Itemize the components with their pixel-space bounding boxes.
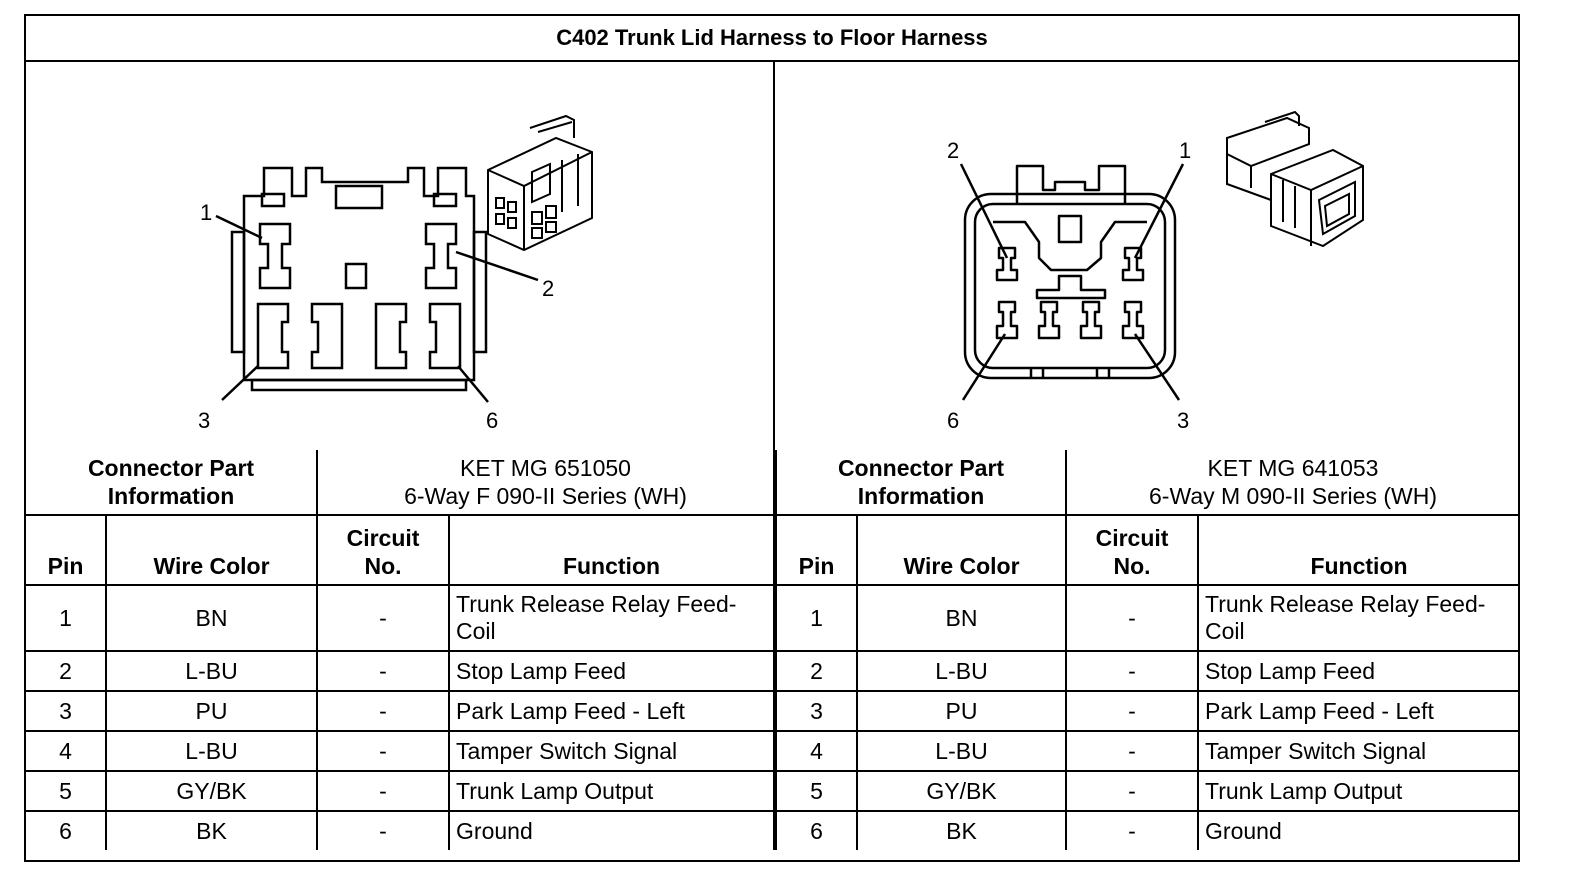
female-connector-table: Connector Part Information KET MG 651050… — [26, 450, 775, 850]
table-row: 2 L-BU - Stop Lamp Feed — [775, 650, 1519, 692]
pin-cell: 4 — [26, 730, 107, 772]
pin-cell: 1 — [775, 584, 858, 652]
pin-callout: 2 — [947, 138, 959, 163]
pin-cell: 4 — [775, 730, 858, 772]
pin-cell: 2 — [775, 650, 858, 692]
part-description: 6-Way F 090-II Series (WH) — [404, 483, 687, 509]
male-connector-table: Connector Part Information KET MG 641053… — [774, 450, 1519, 850]
pin-cell: 6 — [26, 810, 107, 850]
connector-part-info: KET MG 651050 6-Way F 090-II Series (WH) — [316, 450, 775, 516]
col-header-wire-color: Wire Color — [855, 514, 1068, 586]
connector-sheet: C402 Trunk Lid Harness to Floor Harness — [24, 14, 1520, 862]
function-cell: Park Lamp Feed - Left — [448, 690, 775, 732]
wire-color-cell: BN — [855, 584, 1068, 652]
pin-callout: 3 — [1177, 408, 1189, 433]
part-number: KET MG 641053 — [1207, 455, 1379, 481]
male-connector-drawing: 2 1 6 3 — [947, 110, 1364, 433]
pin-callout: 1 — [1179, 138, 1191, 163]
col-header-function: Function — [448, 514, 775, 586]
function-cell: Stop Lamp Feed — [448, 650, 775, 692]
female-connector-diagram: 1 2 3 6 — [26, 62, 775, 450]
circuit-cell: - — [1065, 690, 1200, 732]
part-number: KET MG 651050 — [460, 455, 631, 481]
wire-color-cell: PU — [855, 690, 1068, 732]
col-header-function: Function — [1197, 514, 1519, 586]
pin-callout: 1 — [200, 200, 212, 225]
part-description: 6-Way M 090-II Series (WH) — [1149, 483, 1437, 509]
function-cell: Tamper Switch Signal — [448, 730, 775, 772]
circuit-cell: - — [316, 810, 451, 850]
wire-color-cell: PU — [104, 690, 319, 732]
wire-color-cell: BN — [104, 584, 319, 652]
table-row: 1 BN - Trunk Release Relay Feed-Coil — [26, 584, 775, 652]
circuit-cell: - — [316, 584, 451, 652]
pin-cell: 6 — [775, 810, 858, 850]
pin-callout: 2 — [542, 276, 554, 301]
circuit-cell: - — [1065, 584, 1200, 652]
connector-info-label: Connector Part Information — [774, 450, 1068, 516]
table-row: 1 BN - Trunk Release Relay Feed-Coil — [775, 584, 1519, 652]
table-row: 6 BK - Ground — [775, 810, 1519, 850]
connector-part-info: KET MG 641053 6-Way M 090-II Series (WH) — [1065, 450, 1519, 516]
wire-color-cell: GY/BK — [104, 770, 319, 812]
function-cell: Trunk Lamp Output — [448, 770, 775, 812]
pin-cell: 3 — [26, 690, 107, 732]
pin-callout: 3 — [198, 408, 210, 433]
female-connector-drawing: 1 2 3 6 — [198, 114, 593, 433]
pin-callout: 6 — [947, 408, 959, 433]
wire-color-cell: BK — [104, 810, 319, 850]
circuit-cell: - — [1065, 650, 1200, 692]
table-row: 5 GY/BK - Trunk Lamp Output — [775, 770, 1519, 812]
wire-color-cell: BK — [855, 810, 1068, 850]
table-row: 5 GY/BK - Trunk Lamp Output — [26, 770, 775, 812]
wire-color-cell: L-BU — [855, 730, 1068, 772]
function-cell: Park Lamp Feed - Left — [1197, 690, 1519, 732]
table-row: 3 PU - Park Lamp Feed - Left — [26, 690, 775, 732]
table-row: 4 L-BU - Tamper Switch Signal — [775, 730, 1519, 772]
table-row: 3 PU - Park Lamp Feed - Left — [775, 690, 1519, 732]
pin-cell: 3 — [775, 690, 858, 732]
male-connector-diagram: 2 1 6 3 — [775, 62, 1519, 450]
circuit-cell: - — [1065, 770, 1200, 812]
wire-color-cell: L-BU — [104, 730, 319, 772]
circuit-cell: - — [1065, 730, 1200, 772]
function-cell: Trunk Release Relay Feed-Coil — [1197, 584, 1519, 652]
col-header-pin: Pin — [775, 514, 858, 586]
pin-callout: 6 — [486, 408, 498, 433]
col-header-wire-color: Wire Color — [104, 514, 319, 586]
table-row: 4 L-BU - Tamper Switch Signal — [26, 730, 775, 772]
connector-info-label: Connector Part Information — [26, 450, 319, 516]
pin-cell: 1 — [26, 584, 107, 652]
circuit-cell: - — [316, 690, 451, 732]
circuit-cell: - — [316, 650, 451, 692]
col-header-pin: Pin — [26, 514, 107, 586]
circuit-cell: - — [1065, 810, 1200, 850]
function-cell: Trunk Lamp Output — [1197, 770, 1519, 812]
circuit-cell: - — [316, 730, 451, 772]
wire-color-cell: L-BU — [104, 650, 319, 692]
function-cell: Ground — [448, 810, 775, 850]
pin-cell: 5 — [775, 770, 858, 812]
page-title: C402 Trunk Lid Harness to Floor Harness — [26, 16, 1518, 62]
circuit-cell: - — [316, 770, 451, 812]
wire-color-cell: GY/BK — [855, 770, 1068, 812]
wire-color-cell: L-BU — [855, 650, 1068, 692]
function-cell: Ground — [1197, 810, 1519, 850]
function-cell: Tamper Switch Signal — [1197, 730, 1519, 772]
pin-cell: 5 — [26, 770, 107, 812]
function-cell: Trunk Release Relay Feed-Coil — [448, 584, 775, 652]
table-row: 6 BK - Ground — [26, 810, 775, 850]
function-cell: Stop Lamp Feed — [1197, 650, 1519, 692]
table-row: 2 L-BU - Stop Lamp Feed — [26, 650, 775, 692]
pin-cell: 2 — [26, 650, 107, 692]
